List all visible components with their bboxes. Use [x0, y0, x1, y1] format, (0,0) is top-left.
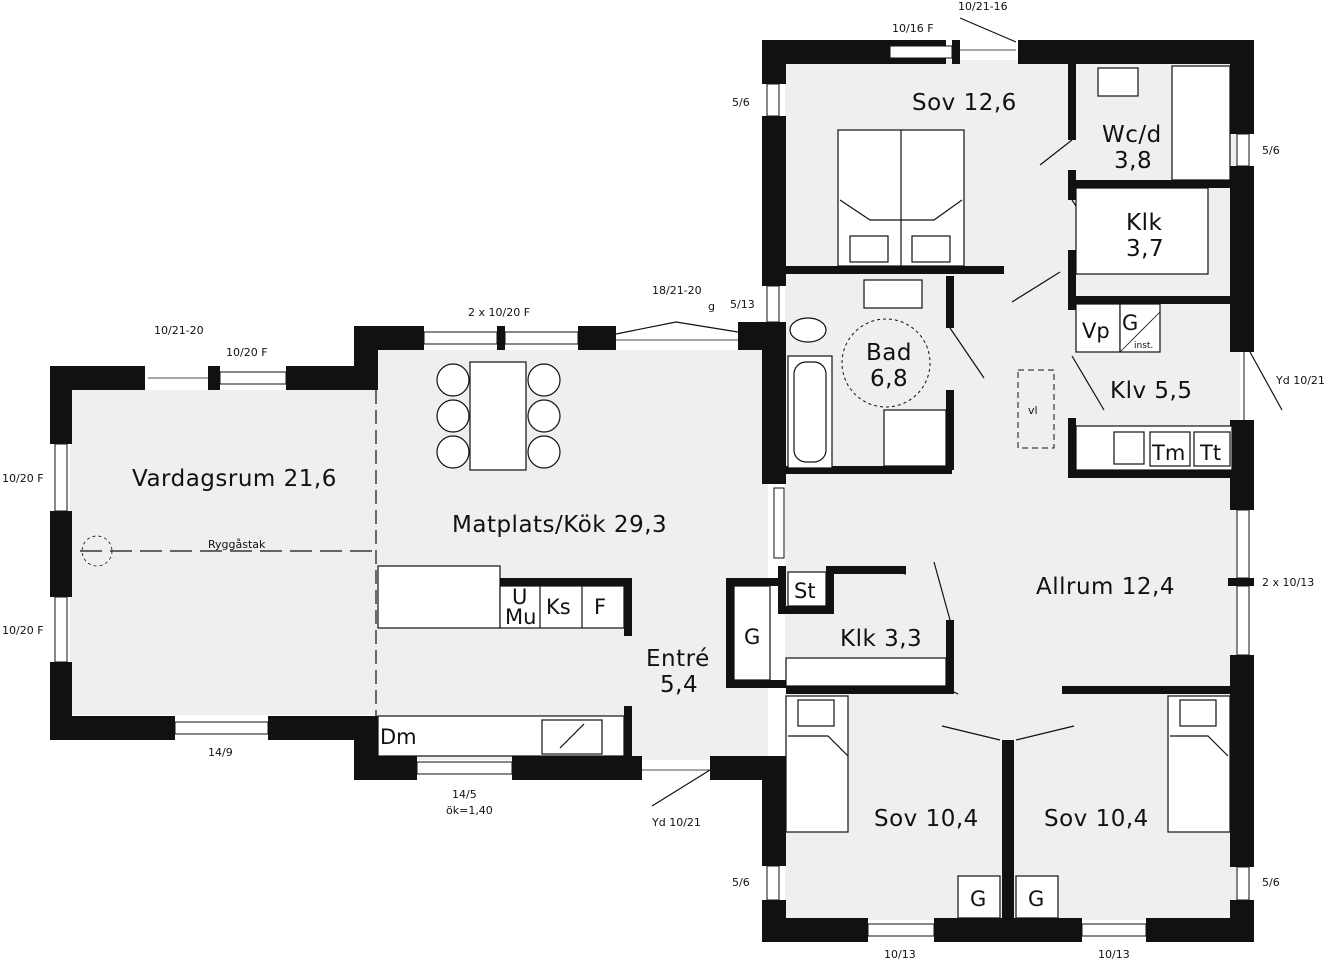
room-bad-name: Bad	[866, 340, 912, 366]
label-ryggastak: Ryggåstak	[208, 538, 266, 551]
fixture-labels: St G Vp G inst. Tm Tt vl U Mu Ks F Dm G …	[208, 300, 1221, 911]
dim-yd-bottom: Yd 10/21	[651, 816, 701, 829]
room-vardagsrum: Vardagsrum 21,6	[132, 466, 337, 492]
label-vl: vl	[1028, 404, 1038, 417]
label-g-small: g	[708, 300, 715, 313]
label-dm: Dm	[380, 725, 417, 749]
room-klk-top-name: Klk	[1126, 210, 1162, 236]
room-sov-top: Sov 12,6	[912, 90, 1017, 116]
dim-14-9: 14/9	[208, 746, 233, 759]
label-ks: Ks	[546, 595, 571, 619]
furniture	[377, 65, 1233, 919]
walls	[50, 40, 1254, 942]
dim-10-16f: 10/16 F	[892, 22, 934, 35]
room-sov-right: Sov 10,4	[1044, 806, 1149, 832]
dim-14-5: 14/5	[452, 788, 477, 801]
label-mu: Mu	[505, 605, 536, 629]
doors	[148, 17, 1283, 807]
room-entre-area: 5,4	[660, 672, 698, 698]
windows	[54, 45, 1250, 937]
dim-10-13-r: 10/13	[1098, 948, 1130, 960]
dashed-lines	[80, 318, 1055, 716]
dim-5-6-bl: 5/6	[732, 876, 750, 889]
room-klv: Klv 5,5	[1110, 378, 1192, 404]
room-allrum: Allrum 12,4	[1036, 574, 1175, 600]
label-g-sov-right: G	[1028, 887, 1044, 911]
dim-5-6-tl: 5/6	[732, 96, 750, 109]
dim-2x10-20f: 2 x 10/20 F	[468, 306, 530, 319]
label-g-klv: G	[1122, 311, 1138, 335]
label-g-entre: G	[744, 625, 760, 649]
dim-10-21-16: 10/21-16	[958, 0, 1008, 13]
label-f: F	[594, 595, 606, 619]
dim-10-20f-l2: 10/20 F	[2, 624, 44, 637]
room-entre-name: Entré	[646, 646, 710, 672]
dim-5-6-tr: 5/6	[1262, 144, 1280, 157]
label-tt: Tt	[1199, 441, 1221, 465]
room-wc-area: 3,8	[1114, 148, 1152, 174]
room-bad-area: 6,8	[870, 366, 908, 392]
dim-ok: ök=1,40	[446, 804, 493, 817]
dim-10-20f-l1: 10/20 F	[2, 472, 44, 485]
dim-5-13: 5/13	[730, 298, 755, 311]
room-klk-top-area: 3,7	[1126, 236, 1164, 262]
label-u: U	[512, 585, 527, 609]
dim-5-6-br: 5/6	[1262, 876, 1280, 889]
label-vp: Vp	[1082, 319, 1110, 343]
label-inst: inst.	[1134, 341, 1153, 351]
dim-10-20f-top: 10/20 F	[226, 346, 268, 359]
label-st: St	[794, 579, 816, 603]
dim-2x10-13: 2 x 10/13	[1262, 576, 1314, 589]
room-labels: Vardagsrum 21,6 Matplats/Kök 29,3 Entré …	[132, 90, 1192, 832]
room-matplats: Matplats/Kök 29,3	[452, 512, 667, 538]
label-g-sov-left: G	[970, 887, 986, 911]
room-klk-mid: Klk 3,3	[840, 626, 922, 652]
dim-10-13-l: 10/13	[884, 948, 916, 960]
room-sov-left: Sov 10,4	[874, 806, 979, 832]
dim-18-21-20: 18/21-20	[652, 284, 702, 297]
label-tm: Tm	[1151, 441, 1185, 465]
dim-yd-right: Yd 10/21	[1275, 374, 1325, 387]
dim-10-21-20: 10/21-20	[154, 324, 204, 337]
room-wc-name: Wc/d	[1102, 122, 1162, 148]
